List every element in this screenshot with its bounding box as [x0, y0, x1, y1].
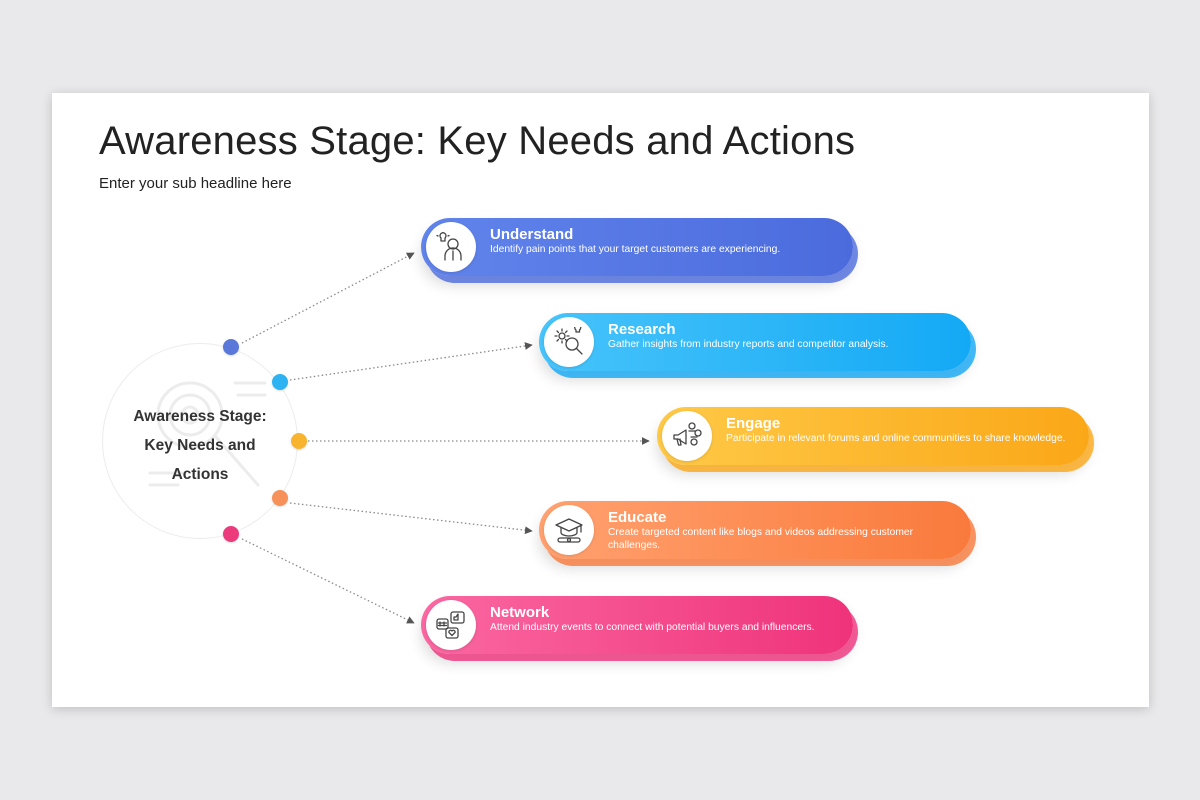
slide: Awareness Stage: Key Needs and Actions E… — [52, 93, 1149, 707]
stage-icon-wrapper — [544, 317, 594, 367]
page-title: Awareness Stage: Key Needs and Actions — [99, 119, 856, 163]
stage-icon-wrapper — [662, 411, 712, 461]
stage-title: Research — [608, 321, 676, 338]
megaphone-community-icon — [673, 422, 702, 446]
connector-lines — [241, 252, 650, 624]
connector-understand — [241, 252, 415, 344]
stage-description: Create targeted content like blogs and v… — [608, 527, 914, 551]
stage-description: Identify pain points that your target cu… — [490, 244, 781, 255]
stage-dot-educate — [272, 490, 288, 506]
hub-search-watermark-icon — [148, 381, 267, 487]
stage-title: Educate — [608, 509, 667, 526]
hub-label-line: Awareness Stage: — [133, 408, 267, 425]
stage-card-understand: Understand Identify pain points that you… — [421, 218, 853, 276]
stage-title: Engage — [726, 415, 781, 432]
stage-icon-wrapper — [426, 222, 476, 272]
connector-educate — [289, 502, 533, 535]
stage-card-research: Research Gather insights from industry r… — [539, 313, 971, 371]
stage-dot-research — [272, 374, 288, 390]
stage-description: Gather insights from industry reports an… — [608, 339, 889, 350]
stage-title: Understand — [490, 226, 574, 243]
stage-dot-network — [223, 526, 239, 542]
page-subtitle: Enter your sub headline here — [99, 175, 292, 192]
connector-research — [289, 342, 533, 381]
connector-network — [241, 538, 415, 624]
stage-description: Participate in relevant forums and onlin… — [726, 433, 1066, 444]
stage-dot-understand — [223, 339, 239, 355]
idea-person-icon — [436, 232, 462, 261]
stage-card-network: Network Attend industry events to connec… — [421, 596, 853, 654]
stage-title: Network — [490, 604, 550, 621]
stage-dot-engage — [291, 433, 307, 449]
stage-icon-wrapper — [544, 505, 594, 555]
gear-search-icon — [554, 327, 583, 355]
stage-description: Attend industry events to connect with p… — [490, 622, 815, 633]
stage-icon-wrapper — [426, 600, 476, 650]
social-network-icon — [436, 611, 465, 639]
stage-card-educate: Educate Create targeted content like blo… — [539, 501, 971, 559]
hub-label-line: Actions — [171, 466, 229, 483]
hub-label: Awareness Stage: Key Needs and Actions — [126, 402, 274, 489]
graduation-cap-icon — [555, 518, 583, 543]
hub-label-line: Key Needs and — [144, 437, 256, 454]
stage-card-engage: Engage Participate in relevant forums an… — [657, 407, 1089, 465]
